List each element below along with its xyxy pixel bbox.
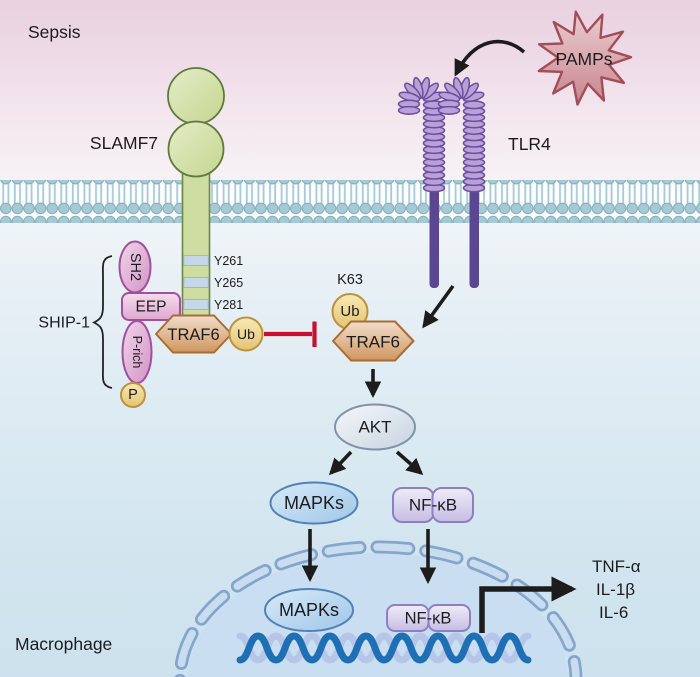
slamf7-stalk bbox=[181, 159, 211, 318]
slamf7-phospho-bands bbox=[183, 255, 209, 310]
slamf7-ectodomain-top bbox=[167, 67, 225, 125]
nfkb-cyto-node: NF-κB bbox=[392, 487, 474, 523]
cell-label: Macrophage bbox=[15, 634, 112, 654]
tlr4-label: TLR4 bbox=[508, 134, 551, 154]
coiled-receptor-icon bbox=[397, 76, 486, 193]
traf6-left-label: TRAF6 bbox=[167, 326, 219, 344]
prich-label: P-rich bbox=[130, 336, 144, 369]
akt-to-mapks-arrow bbox=[328, 450, 353, 476]
akt-to-nfkb-arrow bbox=[395, 450, 424, 475]
plasma-membrane bbox=[0, 180, 700, 223]
cytokine-il6-label: IL-6 bbox=[599, 603, 628, 622]
akt-node bbox=[334, 403, 416, 451]
environment-label: Sepsis bbox=[28, 22, 81, 42]
mapks-nuclear-label: MAPKs bbox=[279, 600, 339, 620]
ship1-label: SHIP-1 bbox=[38, 315, 90, 332]
traf6-active-group: K63 Ub TRAF6 bbox=[331, 272, 415, 362]
slamf7-label: SLAMF7 bbox=[90, 133, 158, 153]
double-helix-icon bbox=[236, 632, 532, 664]
phosphate-badge bbox=[120, 382, 146, 408]
dashed-envelope-inner bbox=[176, 543, 580, 677]
eep-domain bbox=[121, 292, 181, 321]
tlr4-receptor bbox=[397, 76, 486, 288]
bent-arrow-icon bbox=[479, 576, 577, 633]
nfkb-nuclear-node: NF-κB bbox=[386, 604, 471, 632]
slamf7-ectodomain-bottom bbox=[167, 120, 225, 178]
sh2-label: SH2 bbox=[127, 253, 143, 281]
ub-left-label: Ub bbox=[237, 326, 255, 342]
nfkb-cyto-label: NF-κB bbox=[409, 496, 457, 515]
slamf7-receptor: Y261 Y265 Y281 bbox=[167, 67, 243, 318]
traf6-sequestered-group: TRAF6 Ub bbox=[155, 314, 317, 354]
traf6-right-label: TRAF6 bbox=[346, 333, 400, 352]
tlr4-to-traf6-arrow bbox=[422, 284, 455, 329]
nfkb-nuclear-label: NF-κB bbox=[405, 610, 452, 628]
k63-label: K63 bbox=[337, 272, 363, 288]
ship1-complex: SH2 EEP P-rich P SHIP-1 bbox=[38, 240, 181, 408]
signal-arrows bbox=[328, 284, 455, 476]
mapks-nuclear-node bbox=[264, 588, 354, 632]
cytokine-tnf-label: TNF-α bbox=[592, 557, 641, 576]
pamps-label: PAMPs bbox=[555, 49, 612, 69]
traf6-right-hexagon bbox=[332, 320, 415, 362]
starburst-icon bbox=[537, 10, 633, 106]
phospho-site-label-y261: Y261 bbox=[214, 254, 243, 268]
pamps-to-tlr4-arrow bbox=[454, 39, 526, 77]
t-bar-inhibition-icon bbox=[264, 321, 317, 347]
pamps-group: PAMPs bbox=[454, 10, 633, 106]
mapks-cyto-label: MAPKs bbox=[284, 493, 344, 513]
eep-label: EEP bbox=[135, 299, 166, 316]
lipid-bilayer-icon bbox=[0, 180, 700, 223]
cytokine-output-list: TNF-α IL-1β IL-6 bbox=[592, 557, 641, 622]
phosphate-label: P bbox=[128, 387, 138, 403]
tlr4-stem-right bbox=[469, 185, 479, 288]
mapks-cyto-node bbox=[269, 481, 359, 525]
tlr4-stem-left bbox=[429, 185, 439, 288]
phospho-site-label-y265: Y265 bbox=[214, 276, 243, 290]
ship1-brace bbox=[91, 255, 113, 389]
ub-left-badge bbox=[228, 316, 264, 352]
akt-label: AKT bbox=[358, 418, 391, 437]
phospho-site-label-y281: Y281 bbox=[214, 298, 243, 312]
cytokine-il1b-label: IL-1β bbox=[596, 580, 635, 599]
ub-right-label: Ub bbox=[340, 303, 359, 320]
